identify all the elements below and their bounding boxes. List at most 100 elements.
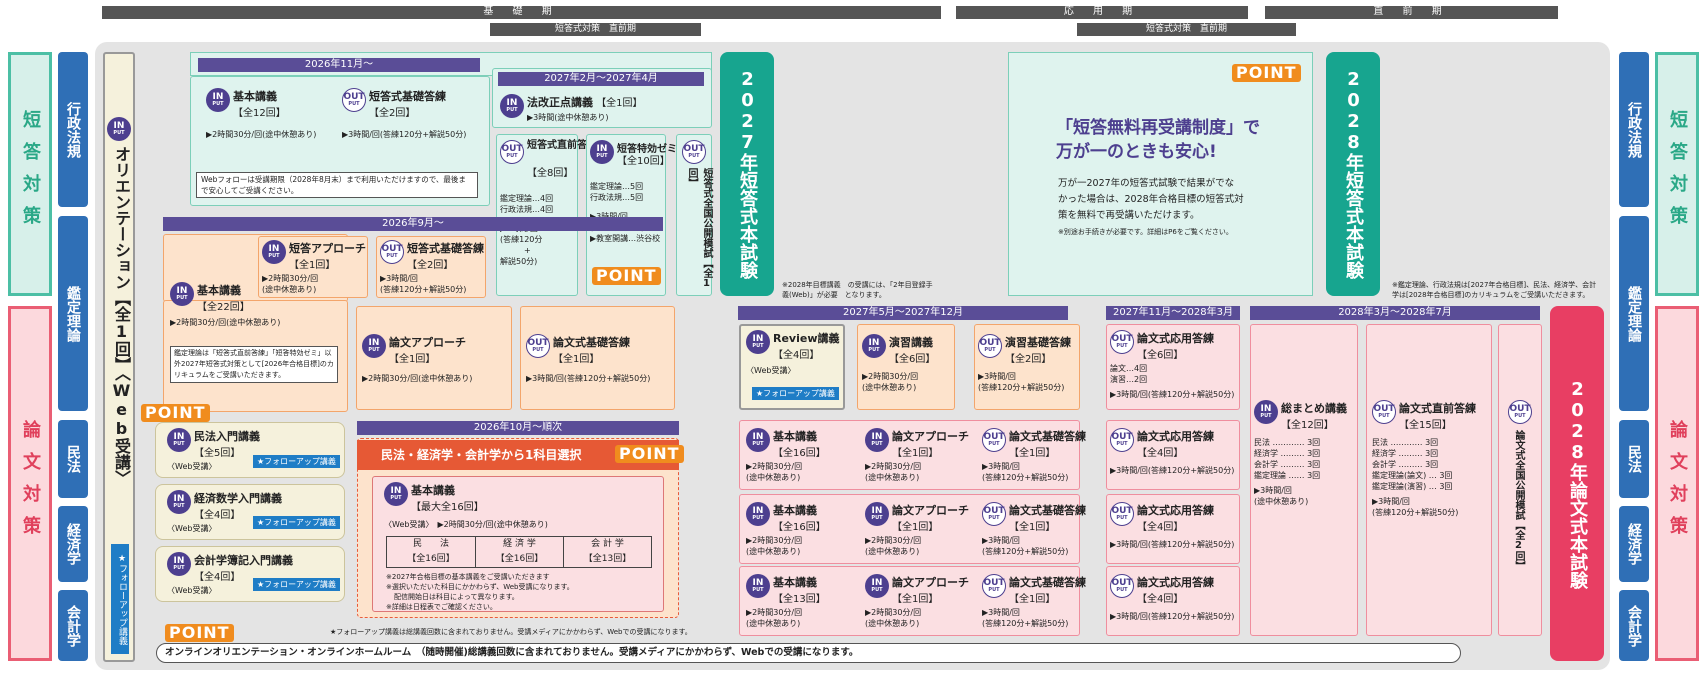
period-2027-05: 2027年5月〜2027年12月 [738, 306, 1068, 320]
elective-table-header: 会 計 学 [563, 537, 651, 552]
exam-2027-short: 2027年短答式本試験 [720, 52, 774, 296]
category-short-right: 短答対策 [1655, 52, 1699, 296]
essay-mock-exam-card [1498, 324, 1542, 636]
elective-table-cell: 【全16回】 [407, 554, 455, 564]
follow-up-button-econ[interactable]: ★フォローアップ講義 [253, 516, 340, 529]
subject-acct-right: 会計学 [1619, 590, 1649, 661]
point-label-intro: POINT [141, 404, 210, 422]
exam-2028-essay: 2028年論文式本試験 [1550, 306, 1604, 661]
subject-audit-left: 鑑定理論 [58, 216, 88, 411]
follow-up-note: ★フォローアップ講義は総講義回数に含まれておりません。受講メディアにかかわらず、… [330, 628, 692, 636]
phase-applied: 応 用 期 [956, 6, 1248, 19]
period-2026-09: 2026年9月〜 [163, 217, 663, 231]
follow-up-button-acct[interactable]: ★フォローアップ講義 [253, 578, 340, 591]
category-short-left: 短答対策 [8, 52, 52, 296]
second-year-note: ※2028年目標講義 の受講には、「2年目登録手義(Web)」が必要 となります… [782, 281, 933, 299]
subject-econ-right: 経済学 [1619, 506, 1649, 582]
elective-table-header: 民 法 [412, 539, 449, 549]
follow-up-button-civil[interactable]: ★フォローアップ講義 [253, 455, 340, 468]
essay-basic-drill-card [520, 306, 675, 410]
online-orientation-bar: オンラインオリエンテーション・オンラインホームルーム （随時開催)総講義回数に含… [156, 643, 1461, 663]
phase-short-final-2: 短答式対策 直前期 [1077, 23, 1296, 36]
elective-table-header: 経 済 学 [475, 537, 563, 552]
orientation-follow-badge: ★フォローアップ講義 [111, 544, 129, 654]
short-mock-exam-title: 短答式全国公開模試【全1回】 [686, 168, 712, 289]
period-2027-11: 2027年11月〜2028年3月 [1106, 306, 1240, 320]
essay-final-drill-card [1366, 324, 1492, 636]
free-retake-promo [1008, 52, 1313, 296]
elective-note: ※2027年合格目標の基本講義をご受講いただきます※選択いただいた科目にかかわら… [386, 573, 574, 611]
right-curriculum-note: ※鑑定理論、行政法規は[2027年合格目標]、民法、経済学、会計学は[2028年… [1392, 281, 1597, 299]
web-follow-note: Webフォローは受講期限（2028年8月末）まで利用いただけますので、最後まで安… [196, 172, 478, 198]
short-mock-exam-card [676, 134, 712, 296]
promo-body: 万が一2027年の短答式試験で結果がでなかった場合は、2028年合格目標の短答式… [1058, 178, 1244, 236]
elective-table-cell: 【全13回】 [563, 552, 651, 567]
subject-econ-left: 経済学 [58, 506, 88, 582]
point-label-promo: POINT [1232, 64, 1301, 82]
civil-intro-card [155, 422, 345, 478]
econ-row-card [739, 494, 1080, 564]
essay-mock-exam-title: 論文式全国公開模試【全2回】 [1513, 430, 1524, 571]
elective-basic-card [372, 476, 664, 612]
audit-curriculum-note: 鑑定理論は「短答式直前答練」「短答特効ゼミ」以外2027年短答式対策として[20… [170, 346, 338, 383]
follow-up-button-review[interactable]: ★フォローアップ講義 [752, 387, 839, 400]
phase-final: 直 前 期 [1265, 6, 1558, 19]
civil-row-card [739, 420, 1080, 490]
essay-approach-card [356, 306, 512, 410]
period-2026-11: 2026年11月〜 [198, 58, 480, 72]
exam-2028-short: 2028年短答式本試験 [1326, 52, 1380, 296]
period-2026-10: 2026年10月〜順次 [357, 421, 679, 435]
promo-headline: 「短答無料再受講制度」で万が一のときも安心! [1056, 118, 1260, 162]
point-label-short: POINT [592, 267, 661, 285]
point-label-online: POINT [165, 624, 234, 642]
category-essay-right: 論文対策 [1655, 306, 1699, 661]
phase-basic: 基 礎 期 [102, 6, 941, 19]
